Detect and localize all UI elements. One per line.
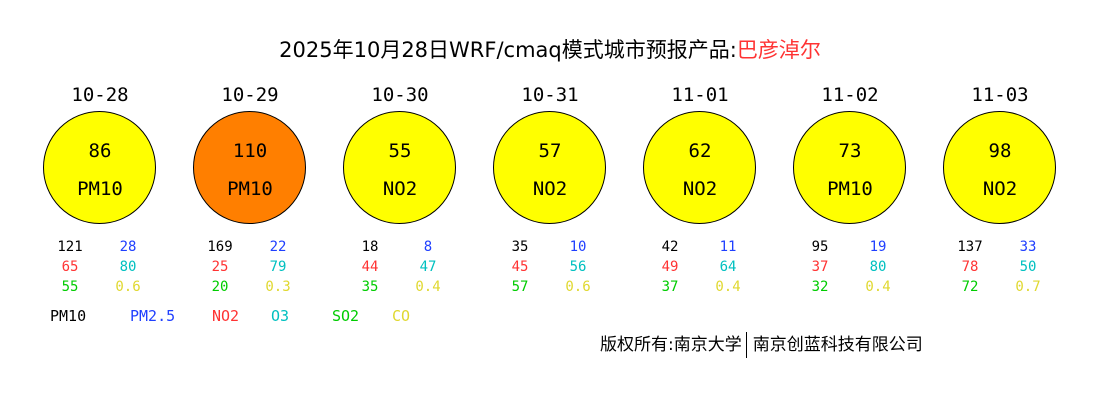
- aqi-value: 57: [538, 140, 562, 162]
- o3-value: 47: [419, 259, 437, 275]
- date-label: 11-01: [671, 84, 729, 106]
- so2-value: 35: [361, 279, 379, 295]
- primary-pollutant: PM10: [227, 178, 273, 200]
- primary-pollutant: PM10: [827, 178, 873, 200]
- date-label: 10-31: [521, 84, 579, 106]
- aqi-circle: [43, 111, 156, 224]
- pm25-value: 8: [423, 239, 433, 255]
- co-value: 0.6: [565, 279, 591, 295]
- no2-value: 37: [811, 259, 829, 275]
- pm10-value: 95: [811, 239, 829, 255]
- aqi-value: 98: [988, 140, 1012, 162]
- pm25-value: 22: [269, 239, 287, 255]
- o3-value: 56: [569, 259, 587, 275]
- aqi-value: 73: [838, 140, 862, 162]
- primary-pollutant: NO2: [982, 178, 1018, 200]
- so2-value: 20: [211, 279, 229, 295]
- no2-value: 78: [961, 259, 979, 275]
- aqi-value: 86: [88, 140, 112, 162]
- pm25-value: 28: [119, 239, 137, 255]
- co-value: 0.4: [415, 279, 441, 295]
- date-label: 10-28: [71, 84, 129, 106]
- copyright-text: 版权所有:南京大学: [600, 335, 742, 355]
- o3-value: 79: [269, 259, 287, 275]
- primary-pollutant: NO2: [382, 178, 418, 200]
- pm25-value: 33: [1019, 239, 1037, 255]
- title-text: 2025年10月28日WRF/cmaq模式城市预报产品:: [279, 38, 737, 62]
- legend-pm25: PM2.5: [130, 307, 176, 325]
- legend-co: CO: [392, 307, 411, 325]
- o3-value: 50: [1019, 259, 1037, 275]
- o3-value: 64: [719, 259, 737, 275]
- copyright: 版权所有:南京大学南京创蓝科技有限公司: [600, 330, 923, 358]
- so2-value: 55: [61, 279, 79, 295]
- legend-o3: O3: [271, 307, 290, 325]
- pm10-value: 121: [57, 239, 83, 255]
- city-name: 巴彦淖尔: [736, 38, 821, 62]
- no2-value: 44: [361, 259, 379, 275]
- co-value: 0.4: [865, 279, 891, 295]
- pm10-value: 137: [957, 239, 983, 255]
- no2-value: 65: [61, 259, 79, 275]
- legend-so2: SO2: [332, 307, 360, 325]
- aqi-circle: [193, 111, 306, 224]
- page-title: 2025年10月28日WRF/cmaq模式城市预报产品:巴彦淖尔: [0, 34, 1100, 64]
- o3-value: 80: [119, 259, 137, 275]
- aqi-value: 55: [388, 140, 412, 162]
- co-value: 0.6: [115, 279, 141, 295]
- co-value: 0.3: [265, 279, 291, 295]
- legend-no2: NO2: [212, 307, 240, 325]
- legend-pm10: PM10: [50, 307, 87, 325]
- so2-value: 32: [811, 279, 829, 295]
- aqi-circle: [343, 111, 456, 224]
- no2-value: 45: [511, 259, 529, 275]
- aqi-value: 110: [232, 140, 268, 162]
- pm10-value: 35: [511, 239, 529, 255]
- pm25-value: 10: [569, 239, 587, 255]
- primary-pollutant: PM10: [77, 178, 123, 200]
- so2-value: 37: [661, 279, 679, 295]
- o3-value: 80: [869, 259, 887, 275]
- no2-value: 49: [661, 259, 679, 275]
- co-value: 0.7: [1015, 279, 1041, 295]
- divider: [745, 332, 747, 358]
- primary-pollutant: NO2: [682, 178, 718, 200]
- pm25-value: 11: [719, 239, 737, 255]
- aqi-circle: [643, 111, 756, 224]
- aqi-value: 62: [688, 140, 712, 162]
- date-label: 11-02: [821, 84, 879, 106]
- date-label: 11-03: [971, 84, 1029, 106]
- no2-value: 25: [211, 259, 229, 275]
- aqi-circle: [793, 111, 906, 224]
- date-label: 10-30: [371, 84, 429, 106]
- date-label: 10-29: [221, 84, 279, 106]
- primary-pollutant: NO2: [532, 178, 568, 200]
- aqi-circle: [943, 111, 1056, 224]
- aqi-circle: [493, 111, 606, 224]
- pm10-value: 18: [361, 239, 379, 255]
- so2-value: 72: [961, 279, 979, 295]
- pm10-value: 42: [661, 239, 679, 255]
- company-name: 南京创蓝科技有限公司: [752, 335, 923, 355]
- pm10-value: 169: [207, 239, 233, 255]
- pm25-value: 19: [869, 239, 887, 255]
- co-value: 0.4: [715, 279, 741, 295]
- so2-value: 57: [511, 279, 529, 295]
